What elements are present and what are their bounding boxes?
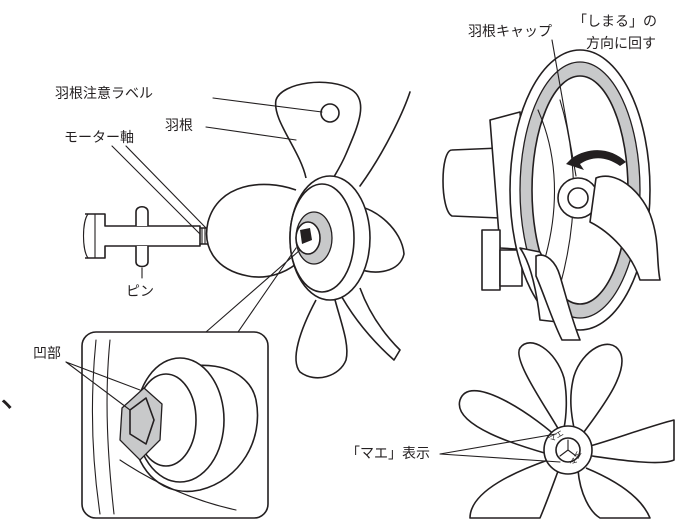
leader-lines (65, 39, 577, 463)
caution-label-dot (320, 103, 340, 123)
tighten-direction-line1: 「しまる」の (573, 14, 657, 30)
edge-mark: 、 (0, 376, 34, 416)
mae-display-text: 「マエ」表示 (346, 446, 430, 462)
cap-tightening-illustration (442, 49, 661, 341)
motor-shaft-illustration (82, 205, 215, 268)
fan-blade-text: 羽根 (165, 118, 193, 134)
pin-text: ピン (126, 284, 154, 300)
fan-blade-illustration (205, 81, 411, 379)
tighten-direction-line2: 方向に回す (586, 36, 656, 52)
motor-shaft-text: モーター軸 (64, 130, 134, 146)
recess-closeup-inset (81, 247, 301, 519)
mae-fan-front-illustration (458, 342, 675, 519)
recess-text: 凹部 (33, 346, 61, 362)
fan-blade-caution-label-text: 羽根注意ラベル (55, 86, 153, 102)
blade-cap-text: 羽根キャップ (468, 24, 552, 40)
